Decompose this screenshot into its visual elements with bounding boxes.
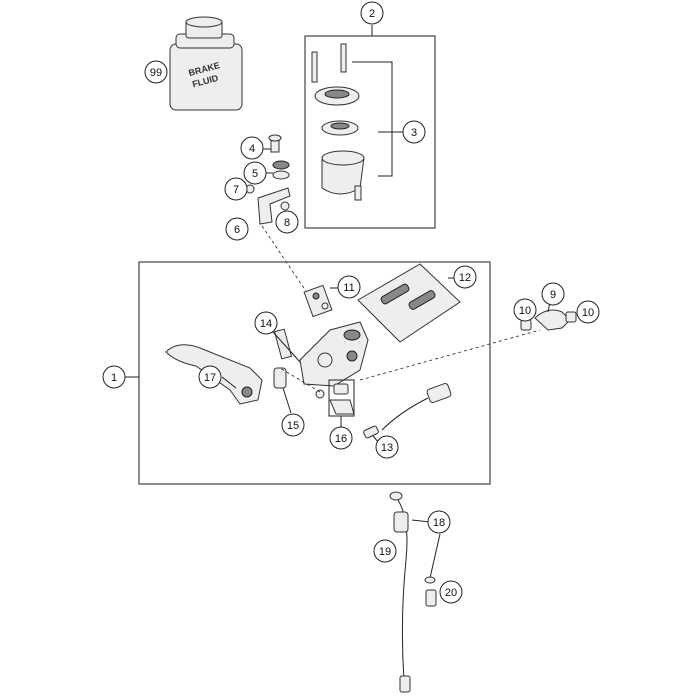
nut-part-8: [280, 201, 290, 211]
svg-text:2: 2: [369, 8, 375, 20]
callout-17: 17: [198, 365, 222, 389]
hose-elbow-part-9: [534, 309, 571, 331]
reservoir-body: [321, 150, 365, 201]
callout-10-left: 10: [513, 298, 537, 322]
callout-99: 99: [144, 60, 168, 84]
svg-text:8: 8: [284, 217, 290, 229]
callout-2: 2: [360, 1, 384, 25]
callout-19: 19: [373, 539, 397, 563]
callout-9: 9: [541, 282, 565, 306]
reservoir-cap: [314, 86, 360, 106]
master-cylinder-group-box: [138, 261, 491, 485]
svg-text:17: 17: [204, 372, 216, 384]
brake-fluid-bottle: BRAKE FLUID: [169, 16, 243, 111]
banjo-fitting-part-16: [329, 383, 355, 415]
callout-18: 18: [427, 510, 451, 534]
cartridge-part-12: [357, 263, 461, 343]
callout-8: 8: [275, 210, 299, 234]
svg-text:14: 14: [260, 318, 272, 330]
callout-5: 5: [243, 161, 267, 185]
callout-1: 1: [102, 365, 126, 389]
reservoir-group-box: [304, 35, 436, 229]
svg-text:11: 11: [343, 282, 354, 294]
svg-text:20: 20: [445, 587, 457, 599]
callout-6: 6: [225, 217, 249, 241]
callout-3: 3: [402, 120, 426, 144]
svg-text:12: 12: [459, 272, 471, 284]
svg-text:7: 7: [233, 184, 239, 196]
repair-kit-part-11: [303, 284, 333, 318]
pivot-pin-part-14: [273, 328, 293, 360]
clamp-part-10b: [565, 311, 577, 323]
callout-16: 16: [329, 426, 353, 450]
adjuster-part-15: [273, 367, 325, 399]
svg-text:99: 99: [150, 67, 162, 79]
bracket-part-6: [257, 187, 291, 225]
svg-text:13: 13: [381, 442, 393, 454]
svg-text:19: 19: [379, 546, 391, 558]
banjo-bolt-part-20: [424, 576, 437, 607]
svg-text:1: 1: [111, 372, 117, 384]
svg-text:18: 18: [433, 517, 445, 529]
brake-line-part-19: [389, 491, 411, 693]
svg-text:4: 4: [249, 143, 255, 155]
screw-part-4: [268, 134, 282, 153]
svg-text:9: 9: [550, 289, 556, 301]
callout-10-right: 10: [576, 300, 600, 324]
callout-11: 11: [337, 275, 361, 299]
svg-text:10: 10: [519, 305, 531, 317]
callout-7: 7: [224, 177, 248, 201]
callout-20: 20: [439, 580, 463, 604]
reservoir-diaphragm: [321, 120, 359, 136]
callout-12: 12: [453, 265, 477, 289]
callout-15: 15: [281, 413, 305, 437]
clamp-part-10a: [520, 319, 532, 331]
svg-text:3: 3: [411, 127, 417, 139]
bushing-part-5: [272, 160, 290, 180]
svg-text:10: 10: [582, 307, 594, 319]
callout-14: 14: [254, 311, 278, 335]
master-cylinder-body: [299, 321, 369, 387]
svg-text:6: 6: [234, 224, 240, 236]
reservoir-screws: [311, 43, 347, 83]
svg-text:15: 15: [287, 420, 299, 432]
svg-text:16: 16: [335, 433, 347, 445]
callout-4: 4: [240, 136, 264, 160]
callout-13: 13: [375, 435, 399, 459]
svg-text:5: 5: [252, 168, 258, 180]
brake-switch-part-13: [363, 383, 452, 439]
